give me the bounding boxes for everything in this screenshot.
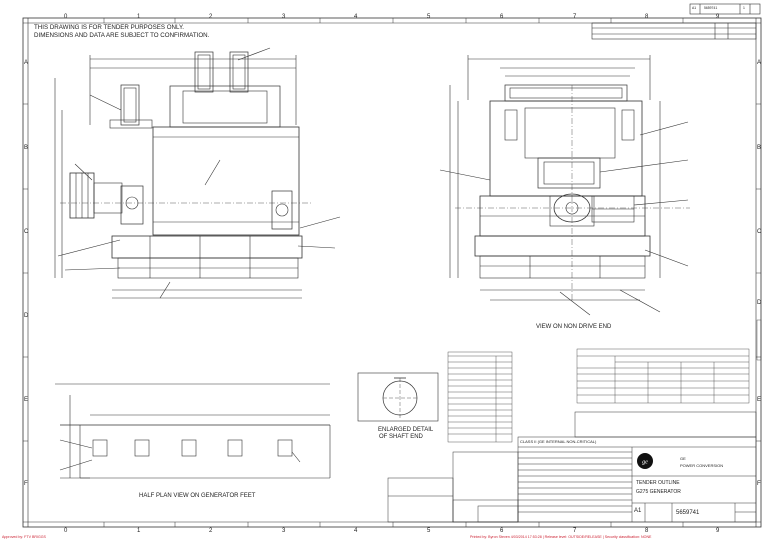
column-number: 8 [645,528,649,534]
tender-notice-line2: DIMENSIONS AND DATA ARE SUBJECT TO CONFI… [34,32,210,39]
column-number: 1 [137,14,141,20]
view-label-shaft-detail-line1: ENLARGED DETAIL [378,427,434,433]
column-number: 4 [354,14,358,20]
row-letter: A [757,60,762,66]
column-number: 8 [645,14,649,20]
column-number: 7 [573,528,577,534]
column-number: 0 [64,14,68,20]
column-number: 9 [716,528,720,534]
column-number: 2 [209,528,213,534]
column-number: 6 [500,528,504,534]
approval-stamp: Approved by: FTV BRIGGS [2,535,46,539]
row-letter: F [24,481,28,487]
row-letter: C [24,229,29,235]
row-letter: E [24,397,29,403]
row-letter: B [24,145,29,151]
sheet-size: A1 [634,508,642,514]
row-letter: C [757,229,762,235]
column-number: 9 [716,14,720,20]
row-letter: E [757,397,762,403]
print-stamp: Printed by: Byron Steven 4/03/2014 17:53… [470,535,652,539]
drawing-title-line2: G275 GENERATOR [636,489,681,495]
column-number: 5 [427,528,431,534]
drawing-number: 5659741 [676,510,700,516]
drawing-title-line1: TENDER OUTLINE [636,480,680,486]
row-letter: D [757,300,762,306]
row-letter: A [24,60,29,66]
column-number: 7 [573,14,577,20]
column-number: 3 [282,14,286,20]
column-number: 4 [354,528,358,534]
column-number: 0 [64,528,68,534]
svg-text:ge: ge [642,460,648,466]
sheet-count-top: 1 [743,6,745,10]
column-number: 3 [282,528,286,534]
column-number: 2 [209,14,213,20]
row-letter: B [757,145,762,151]
row-letter: D [24,313,29,319]
view-label-shaft-detail-line2: OF SHAFT END [379,434,423,440]
tender-notice-line1: THIS DRAWING IS FOR TENDER PURPOSES ONLY… [34,24,185,31]
column-number: 5 [427,14,431,20]
company-name: GE [680,456,686,461]
view-label-half-plan: HALF PLAN VIEW ON GENERATOR FEET [139,493,256,499]
column-number: 1 [137,528,141,534]
view-label-non-drive-end: VIEW ON NON DRIVE END [536,324,612,330]
row-letter: F [757,481,761,487]
sheet-number-top: 5659741 [704,6,718,10]
column-number: 6 [500,14,504,20]
classification-line: CLASS II (GE INTERNAL NON-CRITICAL) [520,439,597,444]
sheet-size-top: A1 [692,6,697,10]
company-division: POWER CONVERSION [680,463,724,468]
